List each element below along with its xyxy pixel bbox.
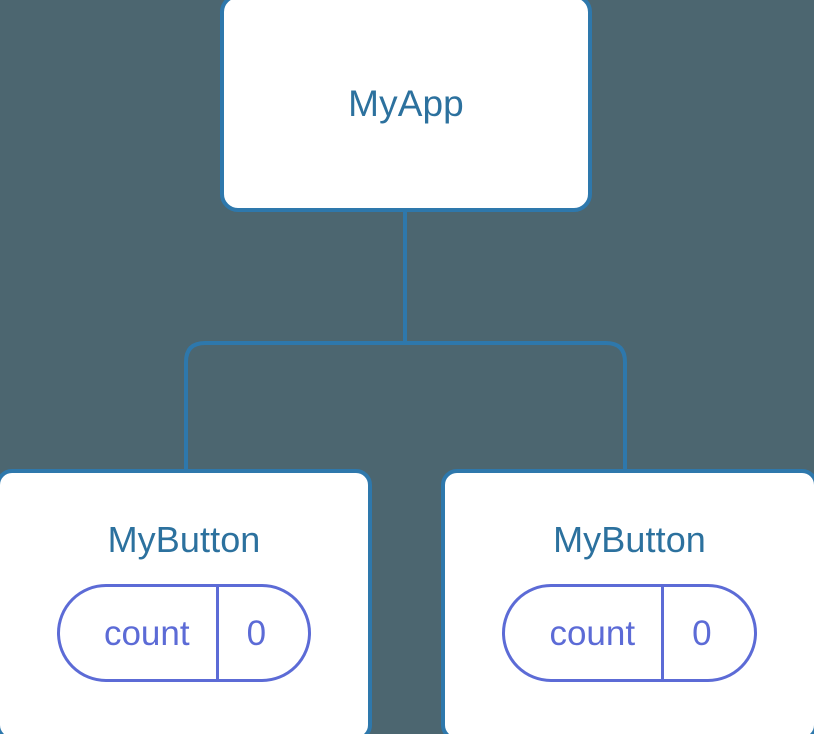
state-badge-value: 0 — [246, 613, 267, 653]
state-badge-value: 0 — [692, 613, 712, 653]
node-mybutton-1[interactable]: MyButton count 0 — [0, 469, 372, 734]
state-badge-key: count — [549, 613, 636, 653]
state-badge-divider — [215, 587, 219, 679]
state-badge-divider — [661, 587, 665, 679]
node-mybutton-1-title: MyButton — [107, 519, 261, 560]
node-mybutton-2-title: MyButton — [553, 519, 706, 560]
edge-root-to-child-left — [184, 341, 405, 471]
state-badge-key: count — [103, 613, 190, 653]
node-myapp[interactable]: MyApp — [220, 0, 592, 212]
node-myapp-title: MyApp — [348, 82, 464, 124]
state-badge-count-2[interactable]: count 0 — [502, 584, 757, 682]
edge-root-to-child-right — [405, 341, 627, 471]
state-badge-count-1[interactable]: count 0 — [56, 584, 312, 682]
node-mybutton-2[interactable]: MyButton count 0 — [441, 469, 814, 734]
